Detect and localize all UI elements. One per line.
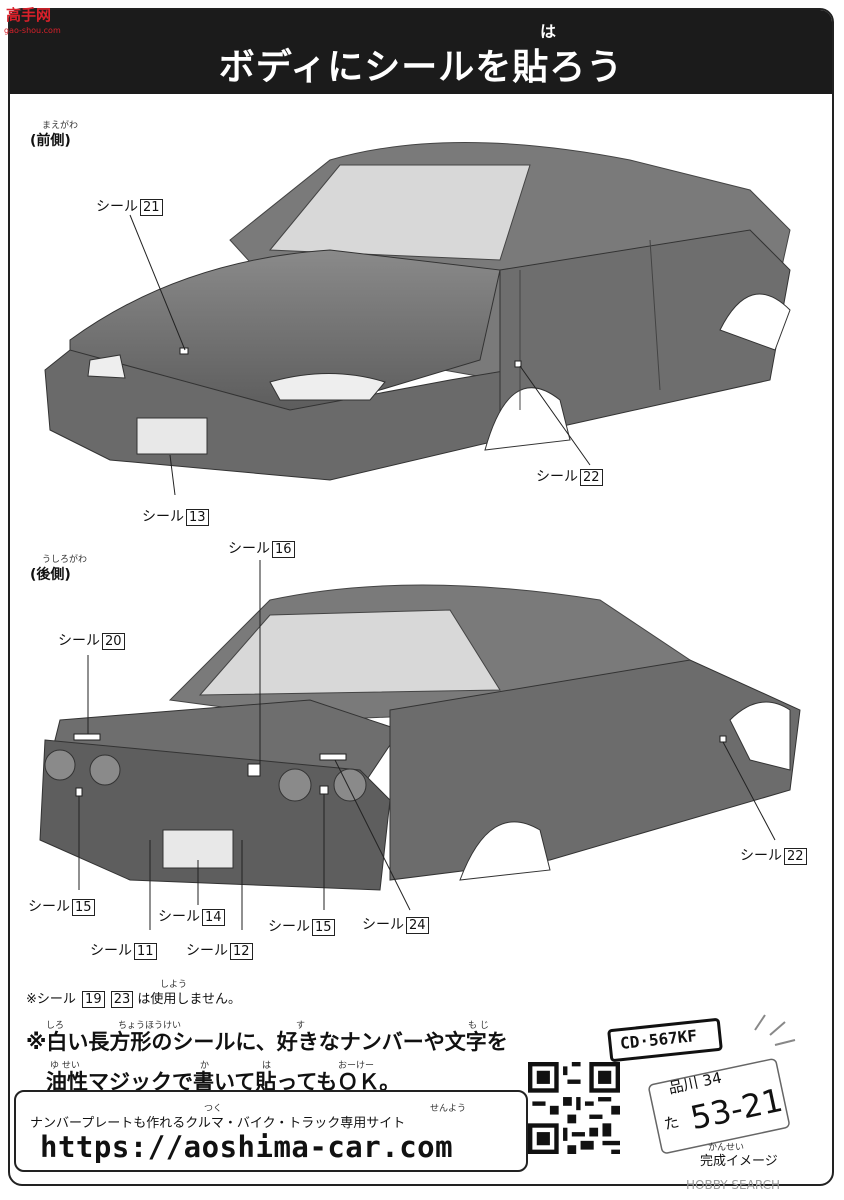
website-label: ナンバープレートも作れるクルマ・バイク・トラック専用サイト <box>30 1116 406 1131</box>
title-bar: は ボディにシールを貼ろう <box>10 10 832 94</box>
tip-ruby-4: も じ <box>468 1021 489 1031</box>
site-ruby-a: つく <box>204 1104 223 1114</box>
website-url[interactable]: https://aoshima-car.com <box>40 1130 454 1164</box>
title-ruby: は <box>540 22 557 41</box>
complete-ruby: かんせい <box>708 1143 745 1153</box>
front-car-illustration <box>44 142 791 496</box>
tip-ruby-1: しろ <box>46 1021 65 1031</box>
complete-image-label: 完成イメージ <box>700 1154 778 1169</box>
site-ruby-b: せんよう <box>430 1104 467 1114</box>
qr-code-icon[interactable] <box>528 1062 620 1154</box>
tip-ruby-2: ちょうほうけい <box>118 1021 182 1031</box>
license-plate-illustration <box>607 1014 796 1154</box>
tip-ruby-3: す <box>296 1021 306 1031</box>
site-logo: 高手网 gao-shou.com <box>0 0 80 40</box>
tip-ruby-7: は <box>262 1061 272 1071</box>
watermark: HOBBY SEARCH <box>686 1178 780 1192</box>
logo-text: 高手网 <box>6 6 52 24</box>
front-label: (前側) <box>30 133 71 149</box>
front-ruby: まえがわ <box>42 121 79 131</box>
tip-line-1: ※白い長方形のシールに、好きなナンバーや文字を <box>26 1030 508 1054</box>
tip-ruby-5: ゆ せい <box>50 1061 80 1071</box>
unused-note: ※シール 19 23 は使用しません。 <box>26 991 242 1008</box>
page-title: ボディにシールを貼ろう <box>218 47 624 88</box>
rear-ruby: うしろがわ <box>42 555 88 565</box>
website-box <box>14 1090 528 1172</box>
logo-subtext: gao-shou.com <box>4 26 61 35</box>
unused-note-ruby: しよう <box>160 980 188 990</box>
tip-ruby-6: か <box>200 1061 210 1071</box>
tip-ruby-8: おーけー <box>338 1061 375 1071</box>
rear-label: (後側) <box>30 567 71 583</box>
rear-car-illustration <box>39 560 801 930</box>
